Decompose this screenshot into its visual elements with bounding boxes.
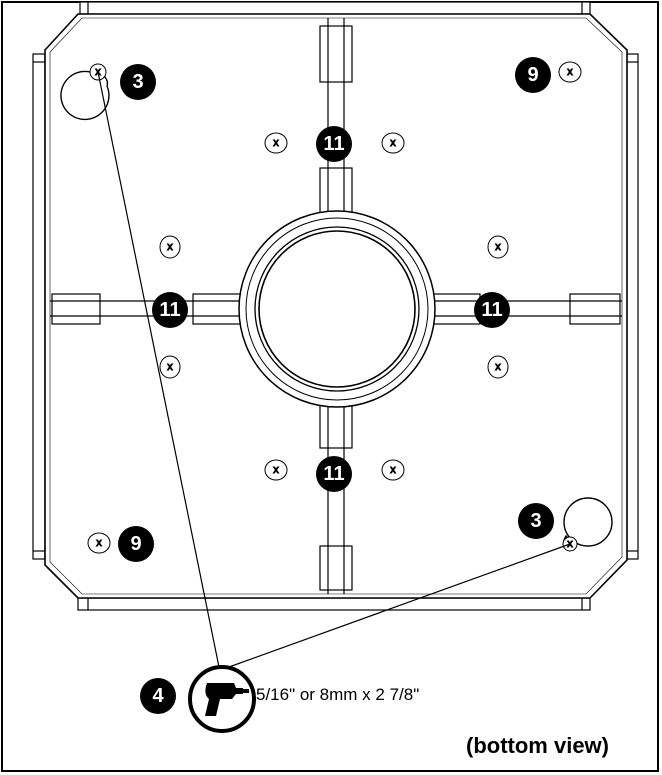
fastener-x-mark: x xyxy=(159,235,181,259)
svg-text:x: x xyxy=(567,538,573,550)
hardware-badge-center-left: 11 xyxy=(152,292,188,328)
fastener-x-mark: x xyxy=(159,355,181,379)
svg-text:11: 11 xyxy=(159,299,180,321)
fastener-x-mark: x xyxy=(558,61,582,83)
svg-text:9: 9 xyxy=(527,64,538,86)
svg-text:x: x xyxy=(96,537,102,549)
svg-text:x: x xyxy=(567,66,573,78)
svg-text:3: 3 xyxy=(530,510,541,532)
svg-text:11: 11 xyxy=(323,133,344,155)
right-apron xyxy=(625,53,639,560)
hardware-badge-top-left: 3 xyxy=(120,64,156,100)
top-apron xyxy=(79,1,591,15)
hardware-badge-bottom-right: 3 xyxy=(518,503,554,539)
svg-text:11: 11 xyxy=(323,463,344,485)
hardware-badge-center-top: 11 xyxy=(316,126,352,162)
base-plate-inner-edge xyxy=(49,17,623,595)
svg-text:x: x xyxy=(390,464,396,476)
drill-icon xyxy=(188,665,256,733)
fastener-x-mark: x xyxy=(87,532,111,554)
hardware-badge-bottom-left: 9 xyxy=(118,526,154,562)
drill-bit-spec: 5/16" or 8mm x 2 7/8" xyxy=(256,685,420,704)
svg-text:x: x xyxy=(273,464,279,476)
svg-text:x: x xyxy=(495,361,501,373)
svg-text:3: 3 xyxy=(132,71,143,93)
fastener-x-mark: x xyxy=(381,459,405,481)
view-label: (bottom view) xyxy=(466,733,609,758)
fastener-x-mark: x xyxy=(264,132,288,154)
hardware-badge-center-right: 11 xyxy=(474,292,510,328)
fastener-x-mark: x xyxy=(487,235,509,259)
svg-text:x: x xyxy=(390,137,396,149)
svg-text:x: x xyxy=(167,361,173,373)
fastener-x-mark: x xyxy=(487,355,509,379)
center-ring xyxy=(238,210,436,408)
leader-lines xyxy=(97,71,571,668)
fastener-x-mark: x xyxy=(381,132,405,154)
tool-step-badge: 4 xyxy=(140,678,176,714)
svg-text:x: x xyxy=(167,241,173,253)
fastener-marks: x x x x x x x x x x x x xyxy=(87,61,582,554)
bottom-apron xyxy=(77,597,591,611)
svg-text:11: 11 xyxy=(481,299,502,321)
hardware-badge-top-right: 9 xyxy=(515,57,551,93)
svg-text:x: x xyxy=(495,241,501,253)
svg-text:4: 4 xyxy=(152,685,164,707)
svg-text:9: 9 xyxy=(130,533,141,555)
fastener-x-mark: x xyxy=(264,459,288,481)
hardware-badge-center-bottom: 11 xyxy=(316,456,352,492)
svg-text:x: x xyxy=(273,137,279,149)
left-apron xyxy=(32,53,46,560)
